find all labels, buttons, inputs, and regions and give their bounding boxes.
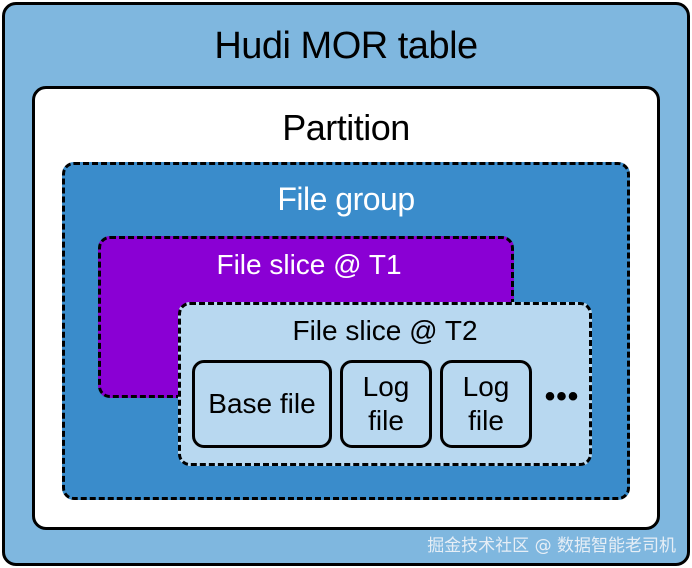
more-files-ellipsis: ••• — [544, 380, 580, 413]
watermark-text: 掘金技术社区 @ 数据智能老司机 — [427, 536, 676, 556]
log-file-box: Log file — [340, 360, 432, 448]
partition-title: Partition — [282, 107, 410, 148]
base-file-label: Base file — [208, 388, 316, 419]
file-slice-t1-title: File slice @ T1 — [216, 249, 402, 280]
log-file-label: Log file — [462, 371, 510, 436]
log-file-box: Log file — [440, 360, 532, 448]
log-file-label: Log file — [362, 371, 410, 436]
table-title: Hudi MOR table — [214, 25, 478, 67]
file-slice-t2-title: File slice @ T2 — [292, 315, 478, 346]
base-file-box: Base file — [192, 360, 332, 448]
file-group-title: File group — [277, 181, 415, 217]
